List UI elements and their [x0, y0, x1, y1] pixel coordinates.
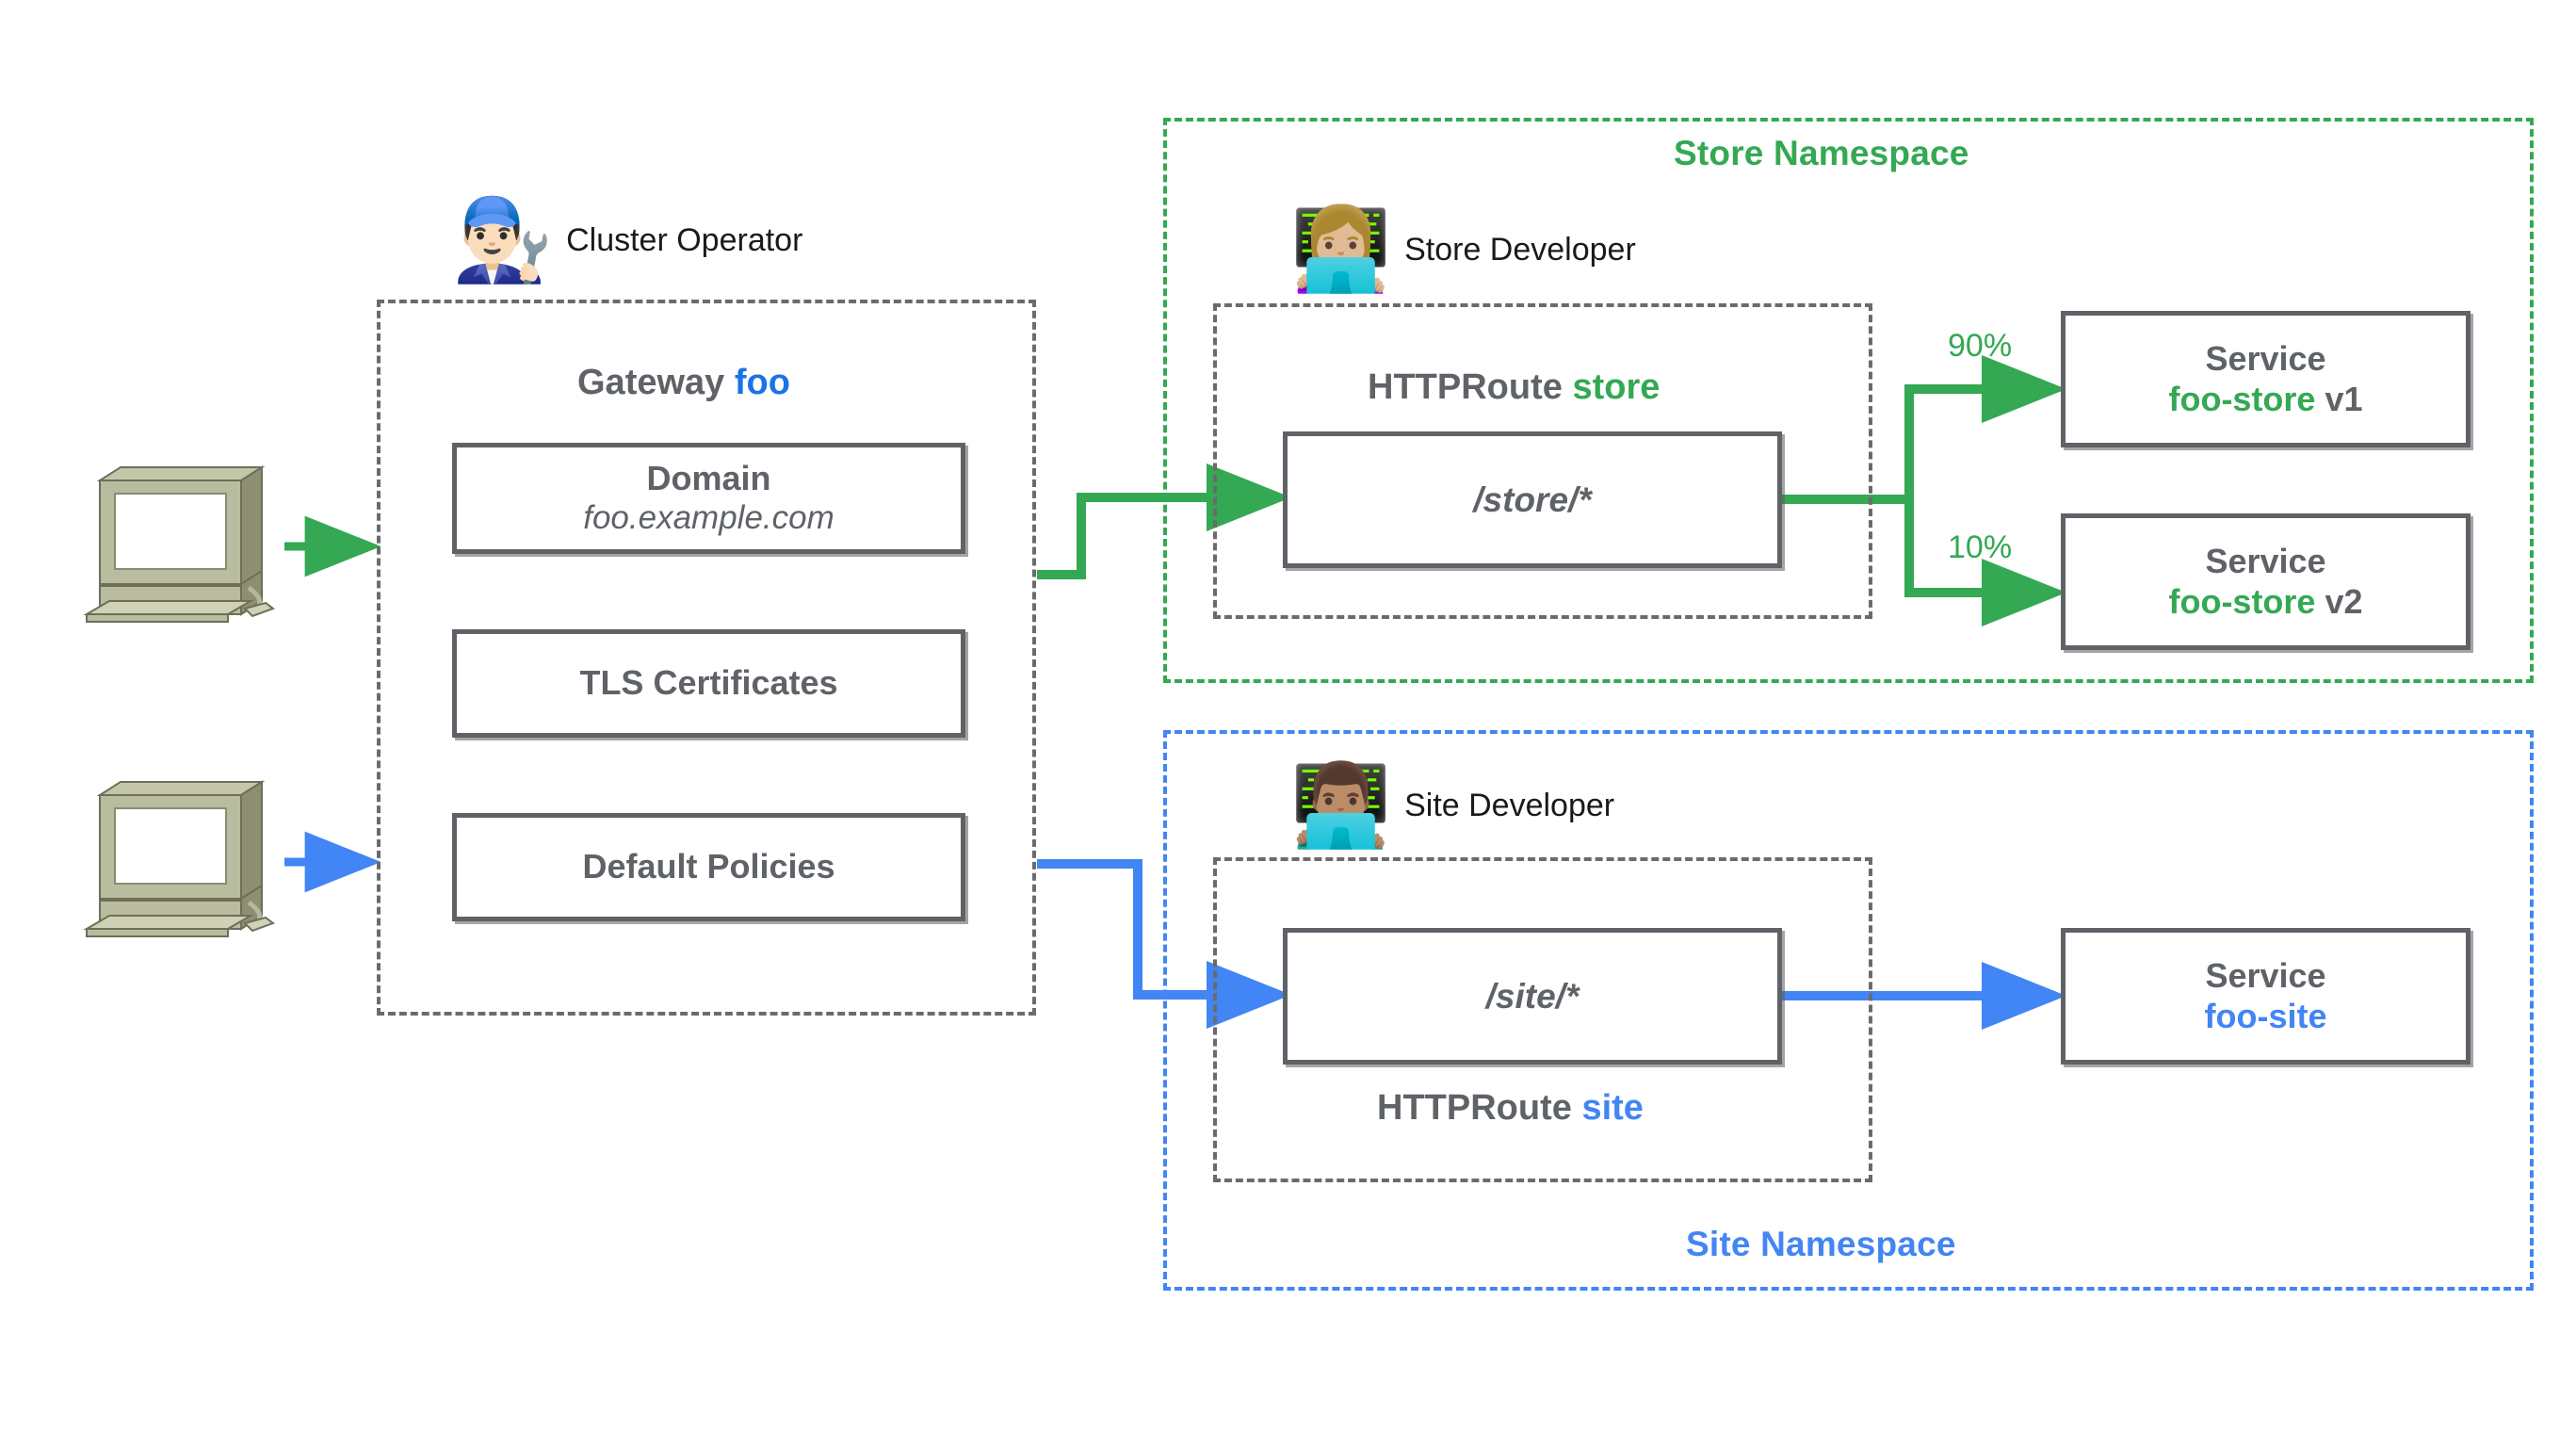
gateway-box-domain-title: Domain [646, 458, 771, 497]
service-name-foo-site: foo-site [2205, 997, 2327, 1036]
site-namespace-container [1163, 730, 2534, 1291]
service-name-foo-store-v2: foo-store v2 [2168, 582, 2362, 622]
store-route-title-accent: store [1572, 367, 1661, 407]
store-route-path: /store/* [1473, 480, 1592, 519]
service-version-text: v2 [2325, 581, 2363, 621]
gateway-title-prefix: Gateway [577, 363, 725, 402]
service-name-text: foo-store [2168, 581, 2316, 621]
site-route-path: /site/* [1485, 976, 1580, 1016]
store-namespace-title: Store Namespace [1674, 134, 1969, 172]
store-httproute-container [1213, 303, 1872, 619]
man-technologist-icon: 👨🏽‍💻 [1290, 760, 1392, 851]
gateway-box-domain-value: foo.example.com [583, 499, 834, 537]
service-label: Service [2205, 542, 2326, 581]
persona-store-developer: 👩🏼‍💻 Store Developer [1290, 209, 1636, 290]
service-version-text: v1 [2325, 379, 2363, 418]
gateway-title: Gateway foo [577, 363, 790, 403]
service-name-text: foo-site [2204, 996, 2327, 1035]
gateway-box-domain[interactable]: Domain foo.example.com [452, 443, 965, 554]
desktop-computer-icon [73, 460, 281, 634]
site-route-title-accent: site [1581, 1088, 1644, 1128]
store-namespace-container [1163, 118, 2534, 683]
persona-site-developer: 👨🏽‍💻 Site Developer [1290, 765, 1614, 846]
gateway-container [377, 300, 1036, 1016]
site-httproute-container [1213, 857, 1872, 1182]
weight-label-store-v2: 10% [1948, 529, 2013, 565]
woman-technologist-icon: 👩🏼‍💻 [1290, 204, 1392, 295]
gateway-box-policies-title: Default Policies [582, 847, 835, 886]
gateway-title-accent: foo [734, 363, 790, 402]
store-route-title: HTTPRoute store [1368, 367, 1660, 408]
service-label: Service [2205, 339, 2326, 379]
service-box-foo-store-v2[interactable]: Service foo-store v2 [2061, 513, 2471, 650]
store-route-path-box[interactable]: /store/* [1283, 431, 1782, 568]
service-name-text: foo-store [2168, 379, 2316, 418]
site-route-path-box[interactable]: /site/* [1283, 928, 1782, 1065]
persona-label: Store Developer [1404, 231, 1636, 268]
desktop-computer-icon [73, 774, 281, 949]
persona-label: Site Developer [1404, 787, 1615, 823]
man-mechanic-icon: 👨🏻‍🔧 [452, 195, 554, 285]
persona-cluster-operator: 👨🏻‍🔧 Cluster Operator [452, 200, 802, 281]
service-name-foo-store-v1: foo-store v1 [2168, 380, 2362, 419]
persona-label: Cluster Operator [566, 221, 803, 258]
gateway-box-default-policies[interactable]: Default Policies [452, 813, 965, 921]
site-route-title-prefix: HTTPRoute [1377, 1088, 1572, 1128]
site-route-title: HTTPRoute site [1377, 1088, 1644, 1129]
weight-label-store-v1: 90% [1948, 328, 2013, 364]
store-route-title-prefix: HTTPRoute [1368, 367, 1563, 407]
service-label: Service [2205, 956, 2326, 996]
service-box-foo-site[interactable]: Service foo-site [2061, 928, 2471, 1065]
site-namespace-title: Site Namespace [1686, 1225, 1956, 1263]
gateway-box-tls-certificates[interactable]: TLS Certificates [452, 629, 965, 738]
service-box-foo-store-v1[interactable]: Service foo-store v1 [2061, 311, 2471, 447]
gateway-box-tls-title: TLS Certificates [579, 663, 838, 703]
